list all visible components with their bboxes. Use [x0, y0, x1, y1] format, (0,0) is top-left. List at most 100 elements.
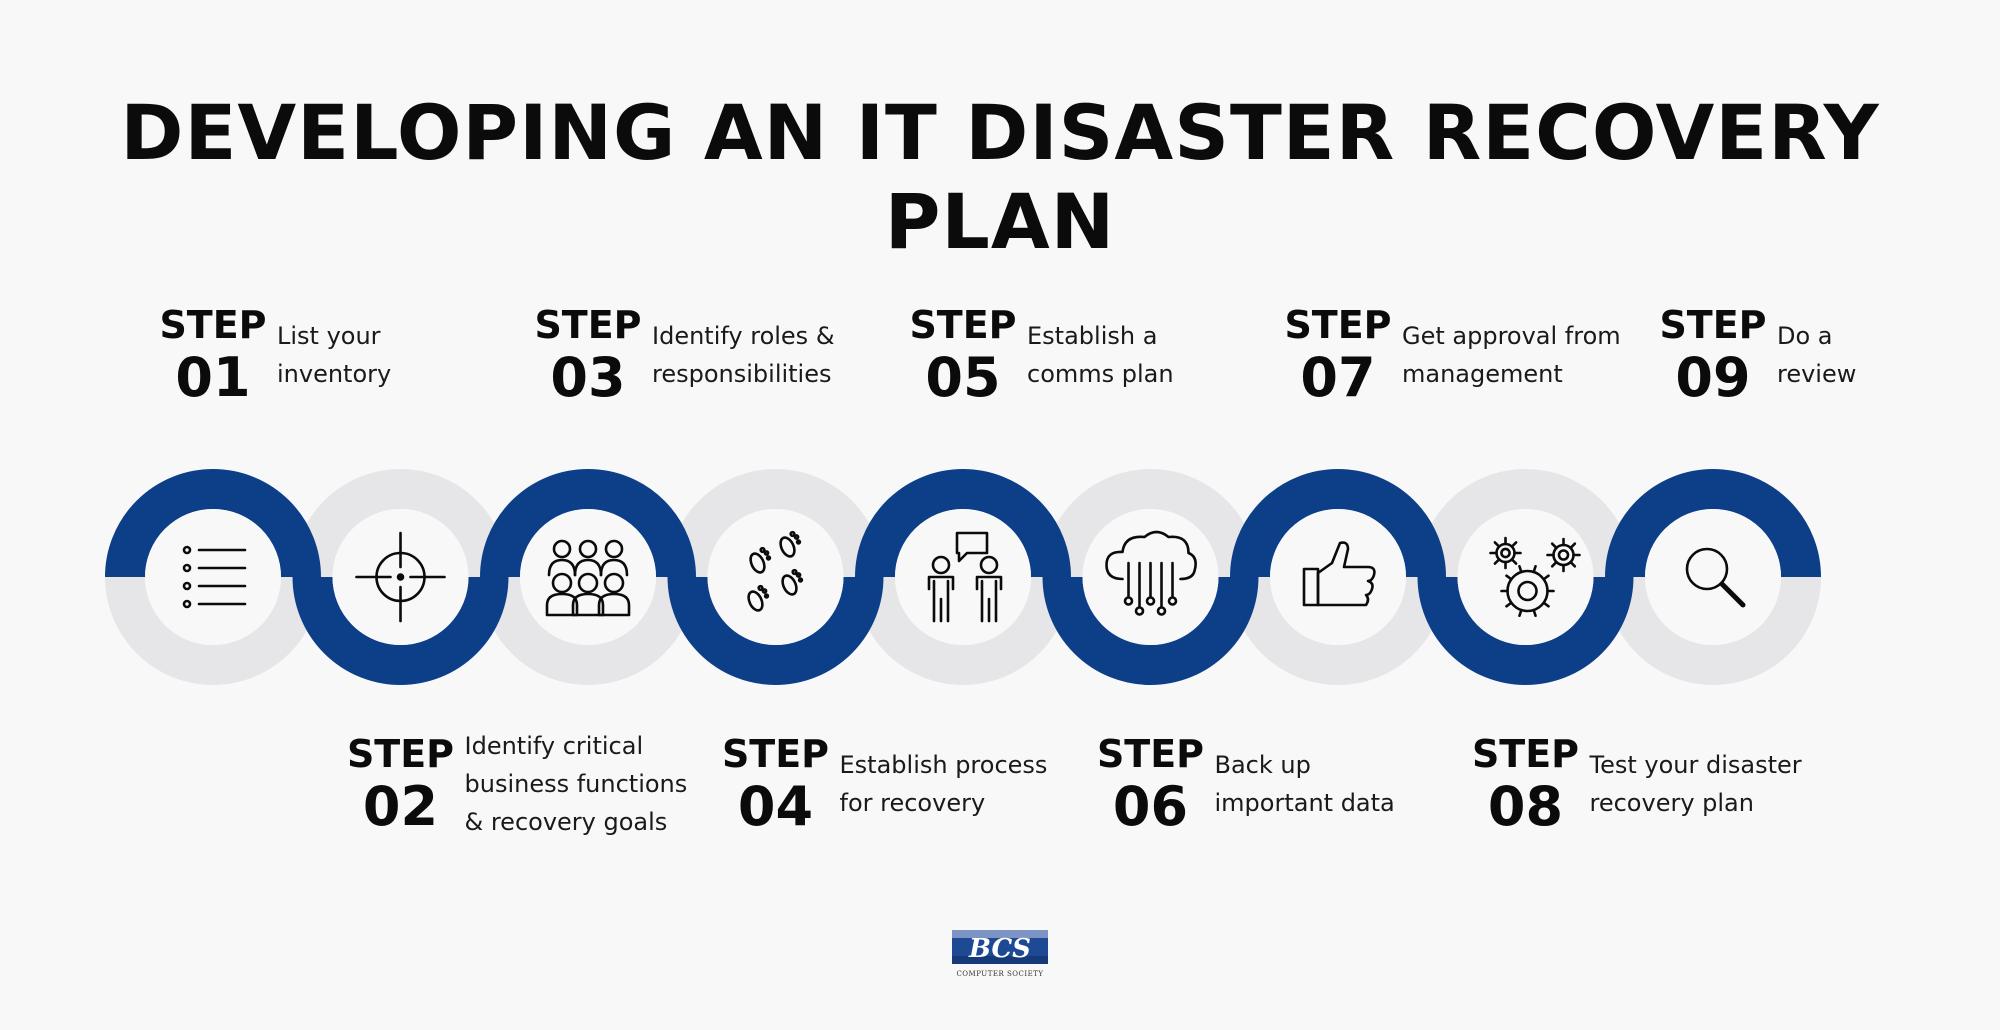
step-description-line: responsibilities — [652, 360, 832, 388]
page-title: DEVELOPING AN IT DISASTER RECOVERY PLAN — [120, 88, 1880, 266]
team-people-icon — [545, 539, 631, 617]
step-description-line: List your — [277, 322, 381, 350]
step-description-line: comms plan — [1027, 360, 1174, 388]
wave-segment — [1417, 576, 1634, 685]
step-word: STEP — [909, 303, 1017, 347]
step-description: Test your disaster recovery plan — [1590, 746, 1830, 822]
checklist-icon — [182, 545, 247, 609]
step-word: STEP — [1096, 732, 1205, 776]
step-word: STEP — [1659, 303, 1767, 347]
logo-text: BCS — [968, 934, 1031, 964]
bcs-logo: BCS COMPUTER SOCIETY — [952, 930, 1048, 978]
step-description-line: recovery plan — [1589, 789, 1754, 817]
step-description: List your inventory — [277, 317, 517, 393]
step-description-line: Get approval from — [1402, 322, 1621, 350]
track-arc — [292, 469, 509, 578]
step-description-line: inventory — [277, 360, 392, 388]
step-number: 02 — [362, 775, 439, 838]
crosshair-target-icon — [355, 531, 446, 623]
step-description-line: Establish process — [839, 751, 1048, 779]
wave-segment — [1605, 469, 1821, 578]
track-arc — [1605, 576, 1821, 685]
gears-icon — [1489, 536, 1581, 618]
step-description: Get approval from management — [1402, 317, 1642, 393]
wave-segment — [855, 469, 1071, 578]
wave-segment — [105, 469, 321, 578]
step-number: 01 — [175, 346, 251, 409]
step-description-line: important data — [1214, 789, 1395, 817]
step-number: 09 — [1675, 346, 1751, 409]
step-description-line: Test your disaster — [1589, 751, 1802, 779]
wave-segment — [1230, 469, 1446, 578]
step-description: Establish a comms plan — [1027, 317, 1267, 393]
step-number: 05 — [925, 346, 1001, 409]
step-disc — [1270, 509, 1406, 645]
track-arc — [855, 576, 1071, 685]
track-arc — [667, 469, 884, 578]
track-arc — [1230, 576, 1446, 685]
step-word: STEP — [721, 732, 830, 776]
step-description: Do a review — [1777, 317, 2000, 393]
step-description-line: & recovery goals — [464, 808, 668, 836]
step-description-line: business functions — [464, 770, 688, 798]
step-disc — [1645, 509, 1781, 645]
step-number: 07 — [1300, 346, 1376, 409]
step-description: Establish process for recovery — [840, 746, 1080, 822]
step-description-line: Identify critical — [464, 732, 644, 760]
step-number: 08 — [1487, 775, 1564, 838]
wave-segment — [292, 576, 509, 685]
step-description-line: management — [1402, 360, 1563, 388]
step-number: 06 — [1112, 775, 1189, 838]
step-description-line: for recovery — [839, 789, 986, 817]
footprints-icon — [747, 530, 804, 612]
step-description-line: Identify roles & — [652, 322, 835, 350]
step-word: STEP — [1284, 303, 1392, 347]
wave-segment — [667, 576, 884, 685]
step-number: 03 — [550, 346, 626, 409]
step-disc — [707, 509, 844, 645]
cloud-network-icon — [1105, 530, 1197, 616]
logo-caption: COMPUTER SOCIETY — [956, 970, 1043, 978]
step-word: STEP — [159, 303, 267, 347]
step-description-line: Establish a — [1027, 322, 1158, 350]
track-arc — [1417, 469, 1634, 578]
step-description-line: Back up — [1214, 751, 1311, 779]
step-number: 04 — [737, 775, 814, 838]
step-description-line: review — [1777, 360, 1857, 388]
step-description: Back up important data — [1215, 746, 1455, 822]
step-description: Identify roles & responsibilities — [652, 317, 892, 393]
step-word: STEP — [1471, 732, 1580, 776]
track-arc — [480, 576, 696, 685]
step-word: STEP — [534, 303, 642, 347]
track-arc — [1042, 469, 1259, 578]
step-word: STEP — [346, 732, 455, 776]
thumbs-up-icon — [1302, 541, 1376, 607]
conversation-people-icon — [927, 531, 1003, 623]
wave-segment — [1042, 576, 1259, 685]
track-arc — [105, 576, 321, 685]
step-disc — [895, 509, 1031, 645]
step-description-line: Do a — [1777, 322, 1833, 350]
step-description: Identify critical business functions & rec… — [465, 727, 705, 841]
step-disc — [145, 509, 281, 645]
step-disc — [1457, 509, 1594, 645]
